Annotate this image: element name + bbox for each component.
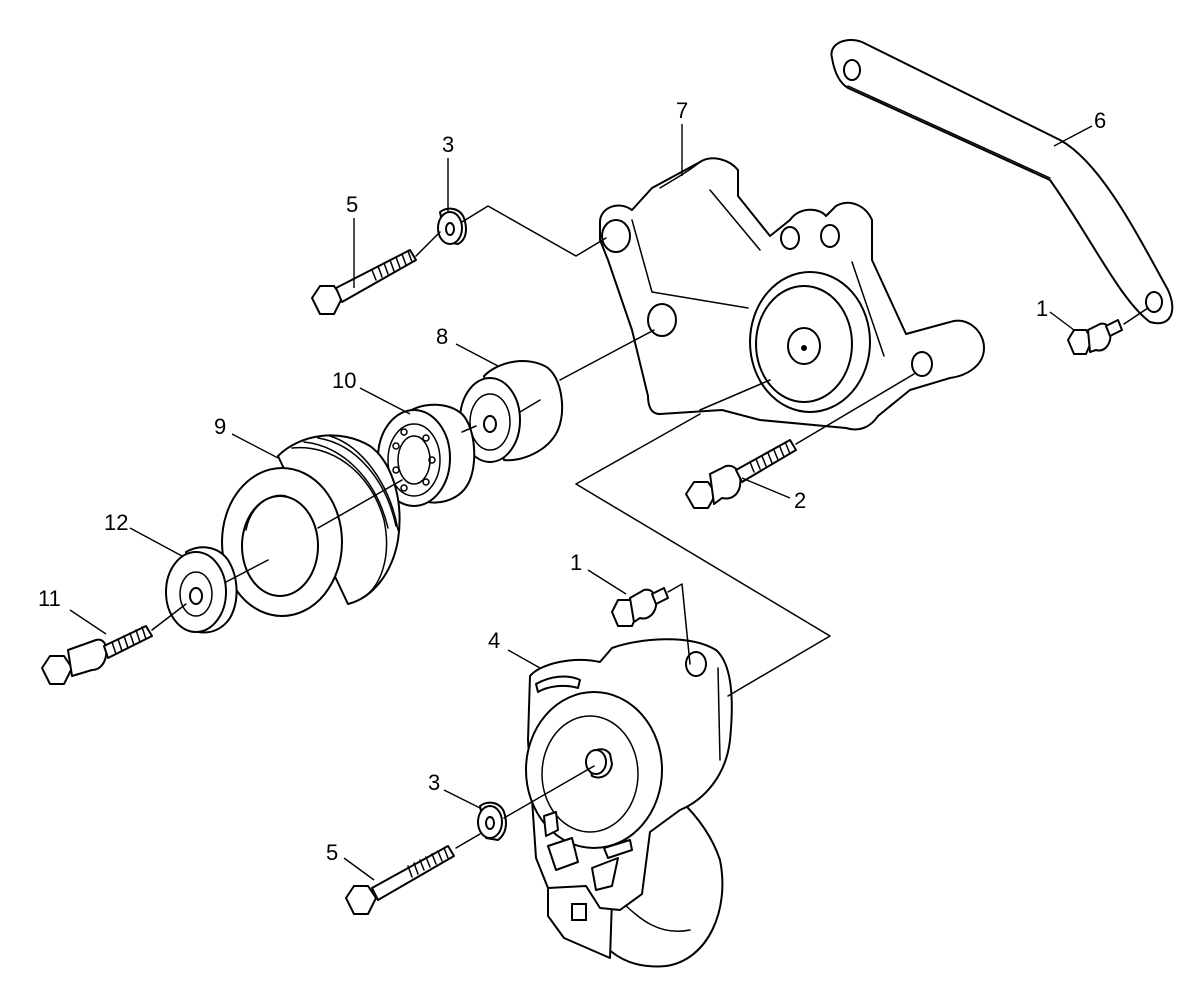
part-9-pulley[interactable] (221, 434, 401, 617)
part-3-washer-top[interactable] (437, 207, 467, 245)
assembly-lines (151, 205, 1149, 849)
callout-labels: 1 6 7 3 5 8 10 9 12 11 2 1 4 3 5 (38, 98, 1106, 865)
callout-6: 6 (1094, 108, 1106, 133)
callout-leaders (69, 124, 1093, 881)
part-1-bolt-right[interactable] (1067, 319, 1123, 355)
callout-5-bottom: 5 (326, 840, 338, 865)
part-2-bolt[interactable] (685, 439, 797, 509)
callout-3-top: 3 (442, 132, 454, 157)
callout-11: 11 (38, 586, 61, 611)
part-3-washer-bottom[interactable] (477, 801, 507, 841)
callout-4: 4 (488, 628, 500, 653)
callout-9: 9 (214, 414, 226, 439)
callout-10: 10 (332, 368, 356, 393)
callout-3-bottom: 3 (428, 770, 440, 795)
part-8-spacer[interactable] (459, 360, 564, 463)
part-11-bolt[interactable] (41, 625, 153, 685)
part-7-tensioner-bracket[interactable] (599, 157, 985, 431)
part-1-bolt-middle[interactable] (611, 587, 669, 627)
part-10-bearing[interactable] (377, 403, 476, 507)
part-4-tensioner[interactable] (525, 638, 733, 968)
part-6-bracket-arm[interactable] (830, 39, 1174, 325)
callout-8: 8 (436, 324, 448, 349)
callout-12: 12 (104, 510, 128, 535)
callout-5-top: 5 (346, 192, 358, 217)
callout-1-middle: 1 (570, 550, 582, 575)
part-12-washer[interactable] (165, 546, 238, 634)
part-5-bolt-top[interactable] (311, 249, 417, 315)
part-5-bolt-bottom[interactable] (345, 845, 455, 915)
callout-7: 7 (676, 98, 688, 123)
callout-1-right: 1 (1036, 296, 1048, 321)
callout-2: 2 (794, 488, 806, 513)
